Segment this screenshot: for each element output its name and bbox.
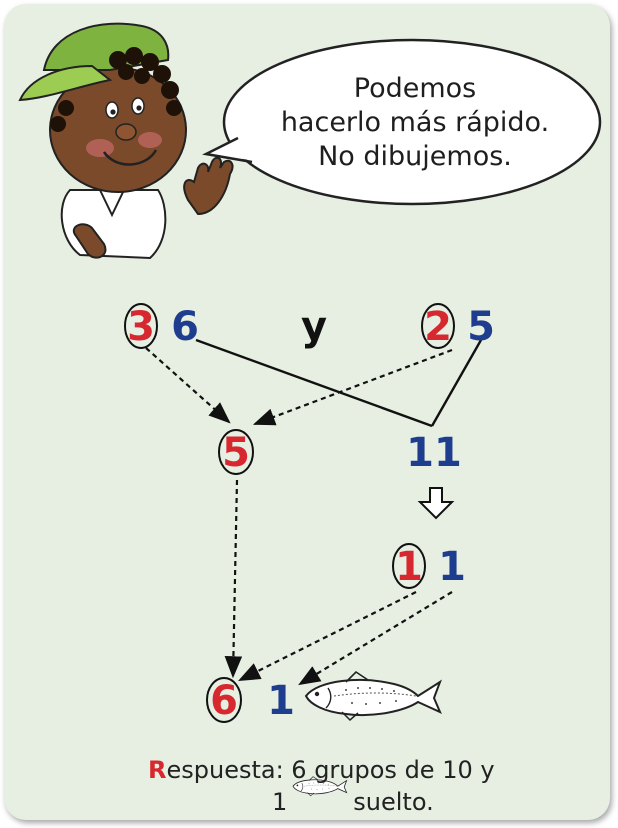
ones-sum: 11 xyxy=(406,430,462,476)
result-tens: 6 xyxy=(210,678,238,724)
speech-bubble xyxy=(202,38,602,206)
down-arrow-icon xyxy=(417,487,455,520)
regroup-ones: 1 xyxy=(438,544,466,590)
tens-sum: 5 xyxy=(222,430,250,476)
boy-character-icon xyxy=(18,22,234,260)
fish-icon xyxy=(305,671,441,721)
speech-line-3: No dibujemos. xyxy=(318,141,512,172)
connector-y: y xyxy=(301,304,327,350)
answer-text: espuesta: 6 grupos de 10 y xyxy=(166,756,495,784)
right-ones-digit: 5 xyxy=(467,304,495,350)
speech-line-1: Podemos xyxy=(353,73,477,104)
left-tens-digit: 3 xyxy=(127,304,155,350)
right-tens-digit: 2 xyxy=(424,304,452,350)
speech-line-2: hacerlo más rápido. xyxy=(280,107,550,138)
answer-word: suelto. xyxy=(353,788,434,816)
tens-circles xyxy=(124,303,455,723)
ones-solid-lines xyxy=(195,338,483,428)
answer-line-1: Respuesta: 6 grupos de 10 y xyxy=(148,756,495,784)
left-ones-digit: 6 xyxy=(171,304,199,350)
speech-text: Podemos hacerlo más rápido. No dibujemos… xyxy=(230,48,600,198)
answer-number: 1 xyxy=(272,788,288,816)
answer-initial: R xyxy=(148,756,167,784)
dashed-arrows xyxy=(145,347,453,686)
result-ones: 1 xyxy=(267,678,295,724)
regroup-tens: 1 xyxy=(395,544,423,590)
answer-line-2: 1 suelto. xyxy=(272,788,434,816)
